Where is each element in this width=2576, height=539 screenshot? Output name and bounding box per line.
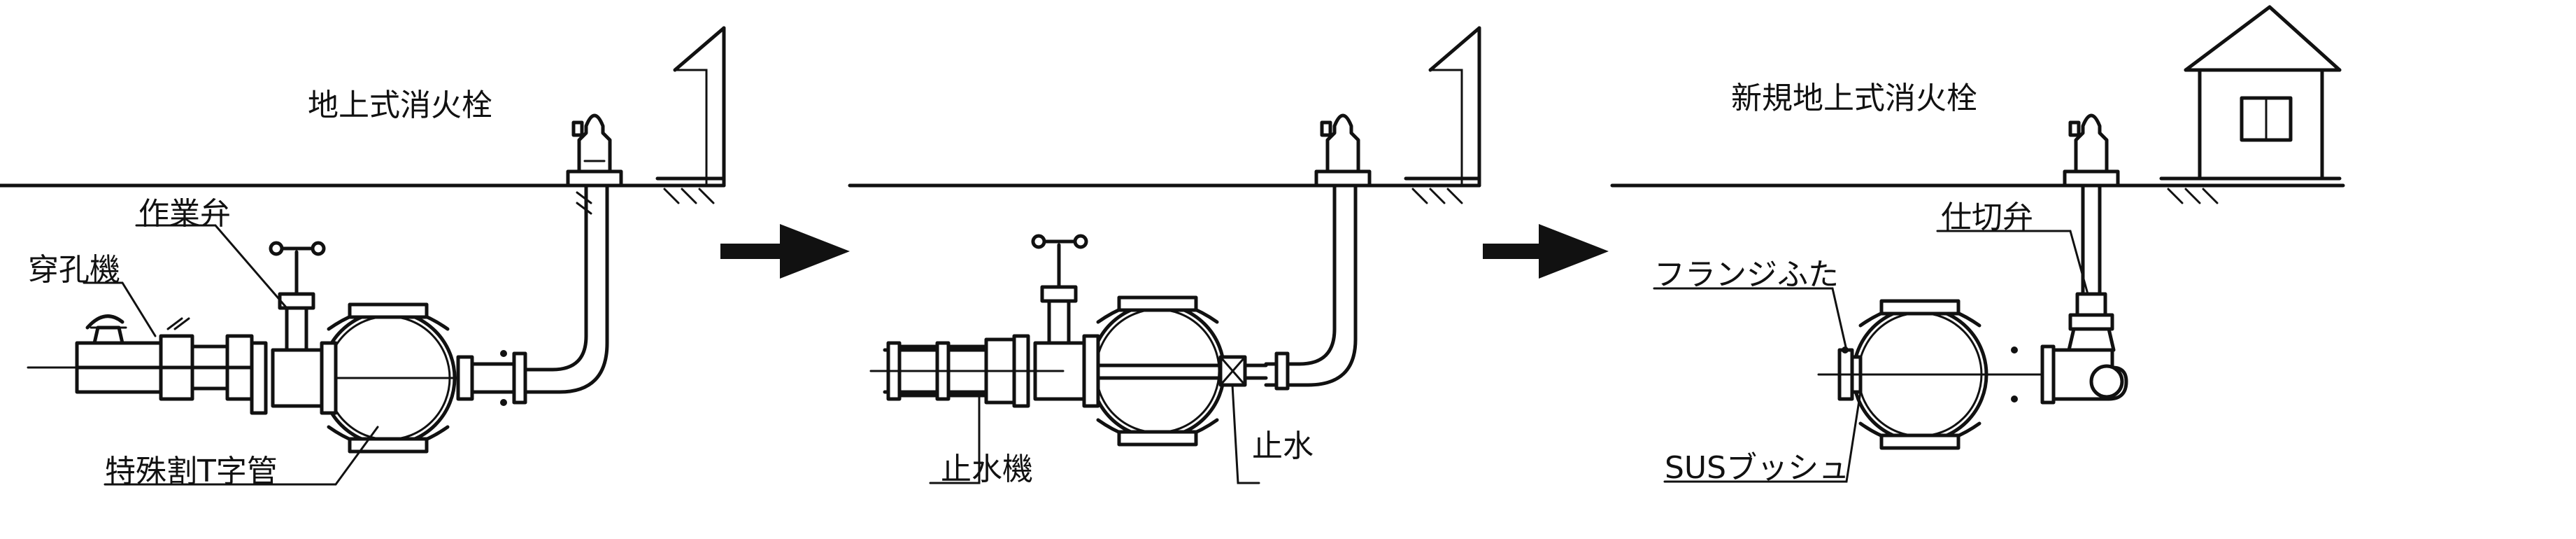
arrow-2 — [1483, 224, 1609, 279]
gate-valve-label: 仕切弁 — [1941, 200, 2033, 235]
work-valve-1 — [250, 241, 338, 415]
work-valve-2 — [1012, 234, 1100, 408]
panel-2-stop-water: 止水機 止水 — [848, 26, 1481, 487]
stop-plug — [1218, 351, 1290, 391]
special-tee-1 — [456, 350, 527, 406]
riser-pipe-3 — [2081, 183, 2102, 296]
riser-pipe-2 — [1264, 183, 1358, 387]
main-pipe-3 — [1851, 299, 2044, 450]
leaders-2 — [929, 384, 1260, 484]
flange-cover-label: フランジふた — [1654, 257, 1839, 293]
arrow-1 — [720, 224, 850, 279]
new-hydrant-label: 新規地上式消火栓 — [1731, 80, 1977, 116]
flange-cover — [1817, 346, 1863, 401]
gate-valve — [2067, 292, 2116, 352]
work-valve-label: 作業弁 — [138, 196, 231, 232]
ground-hydrant-3 — [2063, 113, 2120, 188]
ground-hydrant-1 — [566, 113, 623, 188]
riser-pipe-1 — [512, 183, 609, 394]
stop-water-label: 止水 — [1252, 428, 1314, 464]
panel-3-new-hydrant: 新規地上式消火栓 仕切弁 フランジふた SUSブッシュ — [1610, 5, 2345, 486]
elbow-3 — [2040, 344, 2128, 405]
special-tee-label: 特殊割T字管 — [105, 454, 278, 489]
leaders-1 — [83, 224, 379, 486]
house-3 — [2159, 5, 2342, 204]
drilling-machine-label: 穿孔機 — [28, 252, 120, 288]
main-pipe-1 — [317, 302, 460, 454]
hydrant-label-1: 地上式消火栓 — [308, 88, 492, 123]
panel-1-drilling: 地上式消火栓 作業弁 穿孔機 特殊割T字管 — [0, 26, 726, 489]
house-2 — [1404, 26, 1481, 204]
stop-machine-label: 止水機 — [941, 451, 1033, 487]
stop-machine — [869, 337, 1065, 405]
drilling-machine-1 — [27, 314, 254, 401]
leaders-3 — [1653, 230, 2089, 483]
house-1 — [655, 26, 726, 204]
sus-bush-label: SUSブッシュ — [1665, 450, 1849, 486]
ground-hydrant-2 — [1314, 113, 1372, 188]
riser-hatch-1 — [576, 191, 592, 215]
